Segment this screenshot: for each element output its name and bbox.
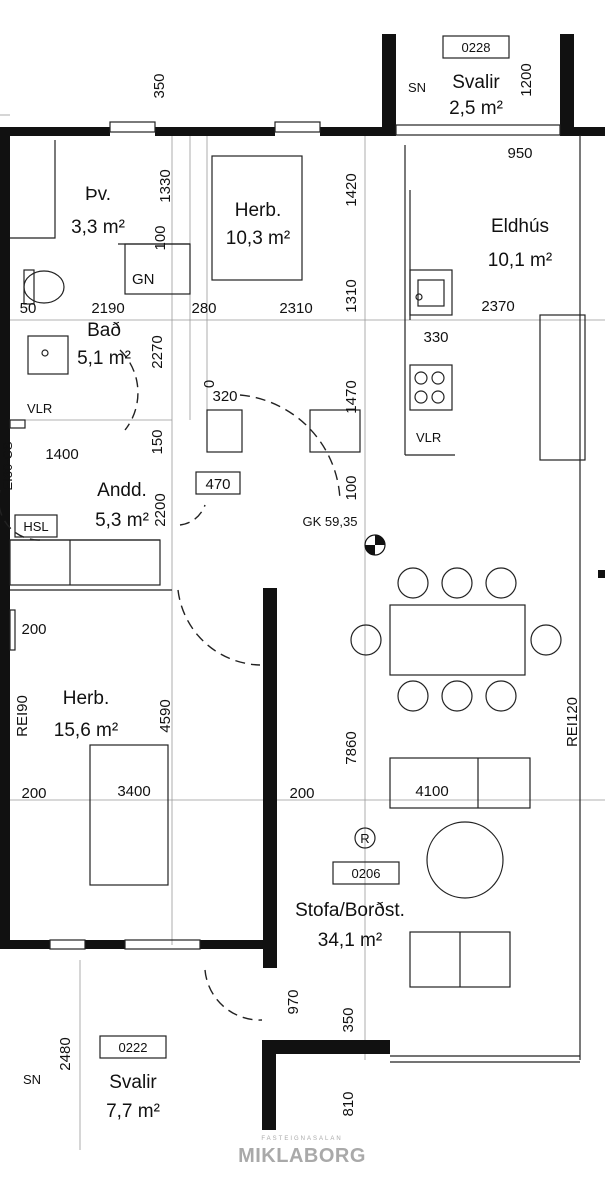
dim-470: 470 [205, 476, 230, 493]
dim-2270: 2270 [149, 335, 166, 368]
dim-2480: 2480 [57, 1037, 74, 1070]
logo-subtitle: FASTEIGNASALAN [261, 1136, 342, 1142]
dimension-labels: 350 1200 950 1330 1420 100 1310 50 2190 … [20, 63, 535, 1116]
eldhus-name: Eldhús [491, 216, 549, 237]
vlr-kitchen-label: VLR [416, 430, 441, 445]
svalir-top-code: 0228 [462, 40, 491, 55]
dim-3400: 3400 [117, 783, 150, 800]
andd-area: 5,3 m² [95, 510, 149, 531]
bathroom-fixtures [23, 269, 69, 375]
sn-bottom-label: SN [23, 1072, 41, 1087]
dim-100-a: 100 [152, 225, 169, 250]
bed [89, 744, 169, 886]
dim-2370: 2370 [481, 298, 514, 315]
dim-7860: 7860 [343, 731, 360, 764]
walls [0, 34, 605, 1130]
rei120-label: REI120 [564, 697, 581, 747]
dim-2310: 2310 [279, 300, 312, 317]
dim-100-b: 100 [343, 475, 360, 500]
dim-4590: 4590 [157, 699, 174, 732]
ei30-label: EI30-CS [0, 441, 15, 490]
thv-name: Þv. [85, 184, 111, 205]
hsl-label: HSL [23, 519, 48, 534]
dim-970: 970 [285, 989, 302, 1014]
dim-200-b: 200 [21, 785, 46, 802]
dim-1420: 1420 [343, 173, 360, 206]
dim-4100: 4100 [415, 783, 448, 800]
round-table [426, 821, 504, 899]
dim-1330: 1330 [157, 169, 174, 202]
dim-350-bottom: 350 [340, 1007, 357, 1032]
dim-950: 950 [507, 145, 532, 162]
miklaborg-logo: FASTEIGNASALAN MIKLABORG [238, 1136, 366, 1167]
gn-label: GN [132, 271, 155, 288]
bathroom-sink-icon [27, 335, 69, 375]
sofa [389, 757, 531, 809]
dim-2200: 2200 [152, 493, 169, 526]
annotation-labels: SN SN GN VLR VLR HSL EI30-CS REI90 REI12… [0, 80, 581, 1087]
dim-280: 280 [191, 300, 216, 317]
windows [49, 121, 581, 1063]
stofa-code: 0206 [352, 866, 381, 881]
dim-2190: 2190 [91, 300, 124, 317]
dim-810: 810 [340, 1091, 357, 1116]
thv-area: 3,3 m² [71, 217, 125, 238]
dim-200-a: 200 [21, 621, 46, 638]
svalir-bottom-code: 0222 [119, 1040, 148, 1055]
dim-0: 0 [201, 380, 218, 388]
kitchen-sink-icon [409, 269, 453, 316]
herb-top-area: 10,3 m² [226, 228, 290, 249]
toilet-icon [23, 270, 65, 304]
logo-name: MIKLABORG [238, 1145, 366, 1167]
bad-name: Bað [87, 320, 121, 341]
stofa-area: 34,1 m² [318, 930, 382, 951]
dim-200-c: 200 [289, 785, 314, 802]
stove-icon [409, 364, 453, 411]
svalir-bottom-name: Svalir [109, 1072, 157, 1093]
dim-150: 150 [149, 429, 166, 454]
code-boxes [14, 35, 510, 1059]
r-label: R [360, 831, 369, 846]
dining-table [389, 604, 526, 676]
bad-area: 5,1 m² [77, 348, 131, 369]
dim-1400: 1400 [45, 446, 78, 463]
stofa-name: Stofa/Borðst. [295, 900, 405, 921]
vlr-bath-label: VLR [27, 401, 52, 416]
interior-walls [9, 140, 361, 651]
herb-big-area: 15,6 m² [54, 720, 118, 741]
svalir-top-name: Svalir [452, 72, 500, 93]
svalir-bottom-area: 7,7 m² [106, 1101, 160, 1122]
r-marker [354, 827, 376, 849]
furniture [89, 567, 562, 988]
door-swings [0, 349, 341, 1021]
rei90-label: REI90 [14, 695, 31, 737]
svalir-top-area: 2,5 m² [449, 98, 503, 119]
dim-50: 50 [20, 300, 37, 317]
dim-350-top: 350 [151, 73, 168, 98]
dim-1470: 1470 [343, 380, 360, 413]
dim-330: 330 [423, 329, 448, 346]
andd-name: Andd. [97, 480, 147, 501]
sn-top-label: SN [408, 80, 426, 95]
kitchen-fixtures [404, 145, 586, 461]
eldhus-area: 10,1 m² [488, 250, 552, 271]
room-labels: 0228 Svalir 2,5 m² Þv. 3,3 m² Herb. 10,3… [54, 40, 552, 1122]
gk-label: GK 59,35 [303, 514, 358, 529]
dim-320: 320 [212, 388, 237, 405]
level-marker [354, 534, 386, 849]
herb-top-name: Herb. [235, 200, 281, 221]
dim-1310: 1310 [343, 279, 360, 312]
dim-1200: 1200 [518, 63, 535, 96]
herb-big-name: Herb. [63, 688, 109, 709]
